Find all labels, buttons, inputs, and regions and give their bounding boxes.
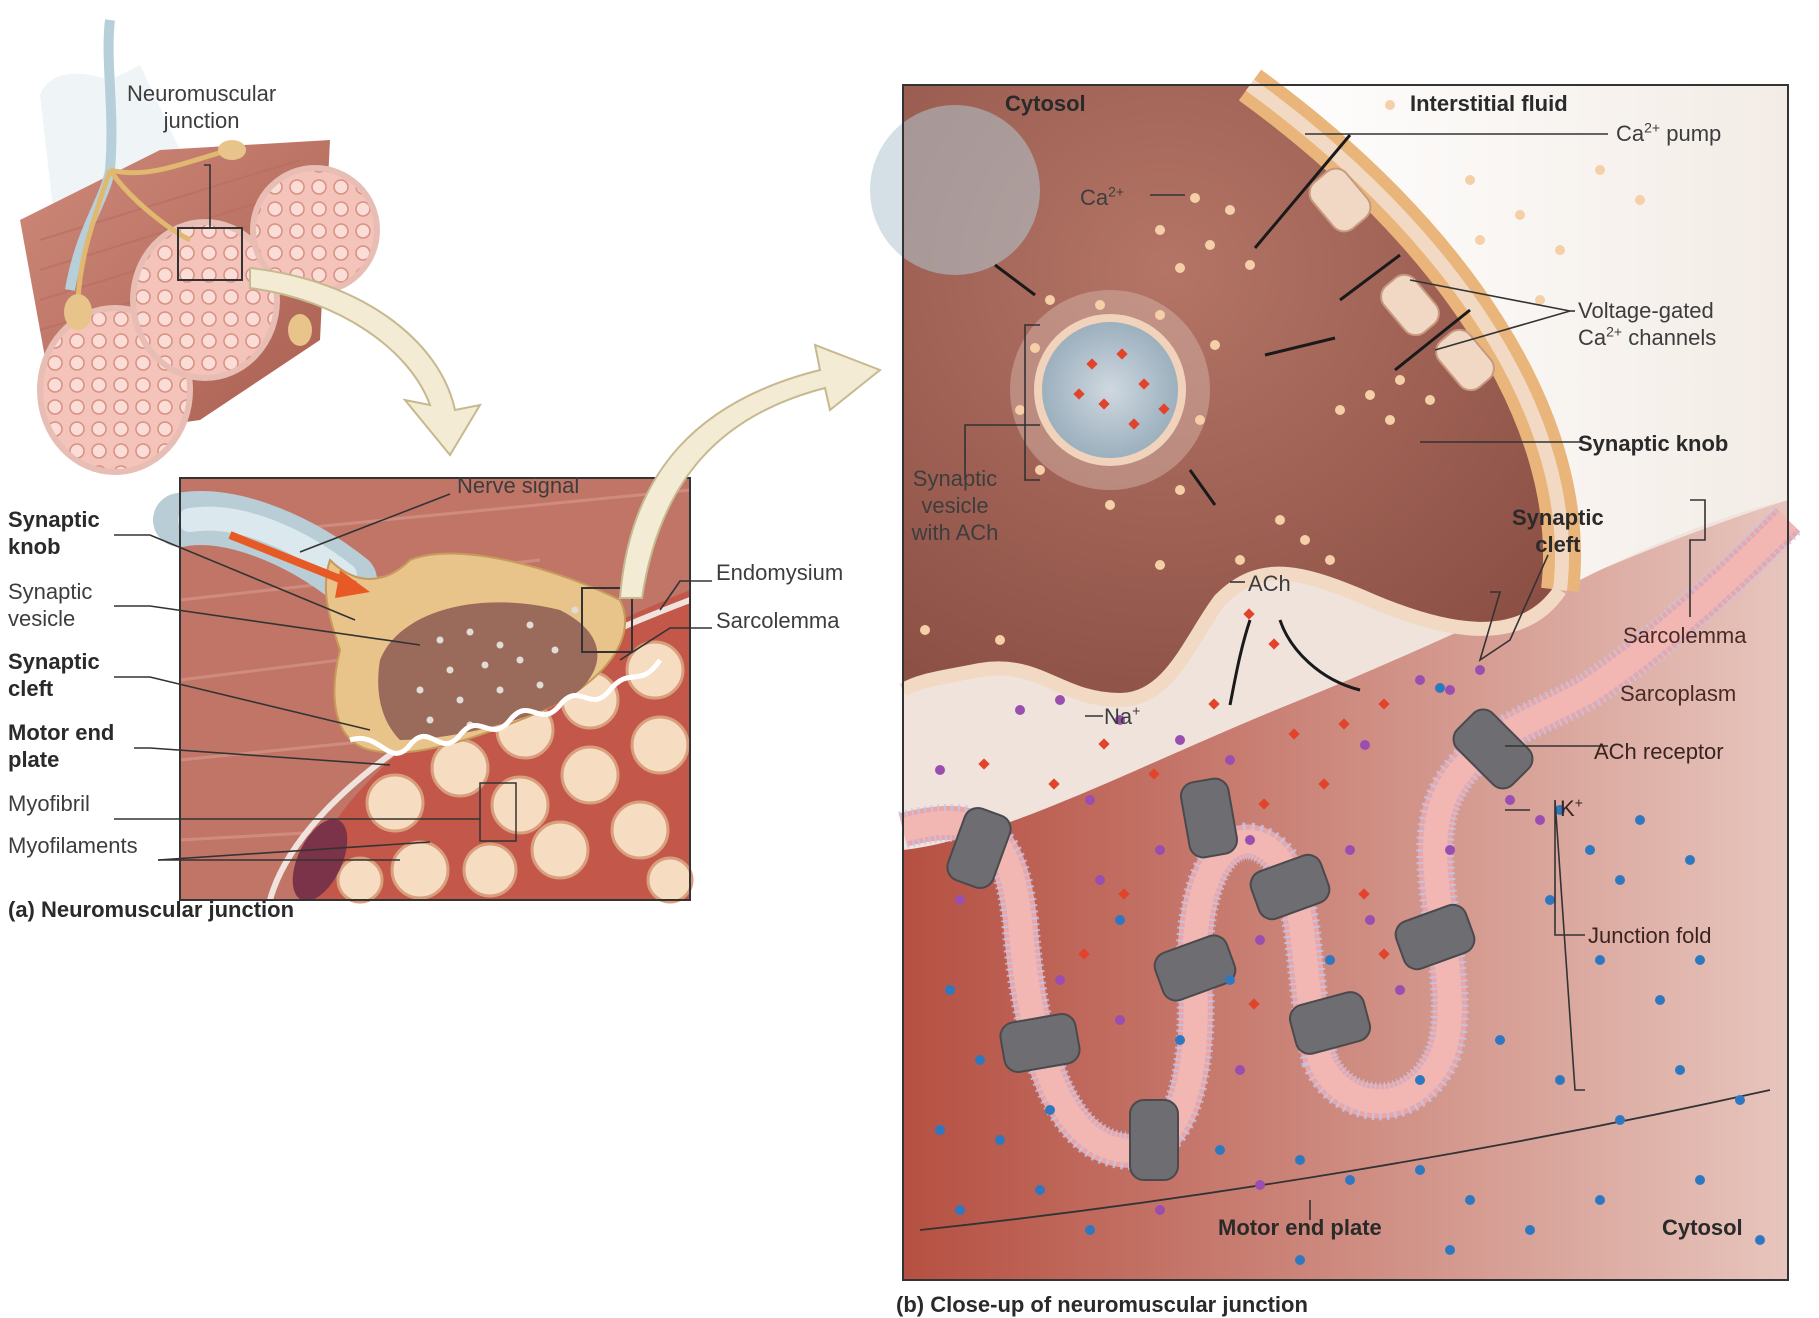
- calcium-ions: [920, 100, 1645, 645]
- label-interstitial-fluid: Interstitial fluid: [1410, 91, 1568, 116]
- label-ach-receptor: ACh receptor: [1594, 739, 1724, 764]
- label-sarcolemma-a: Sarcolemma: [716, 608, 840, 633]
- label-voltage-gated-channels: Voltage-gated Ca2+ channels: [1578, 298, 1717, 350]
- label-potassium-ion: K+: [1560, 794, 1583, 821]
- label-synaptic-knob: Synaptic knob: [8, 507, 100, 559]
- magnify-arrow-b: [618, 343, 882, 599]
- caption-panel-a: (a) Neuromuscular junction: [8, 897, 295, 922]
- label-nerve-signal: Nerve signal: [457, 473, 580, 498]
- label-endomysium: Endomysium: [716, 560, 844, 585]
- label-motor-end-plate-b: Motor end plate: [1218, 1215, 1382, 1240]
- muscle-bundle-illustration: [20, 19, 380, 475]
- label-myofibril: Myofibril: [8, 791, 90, 816]
- acetylcholine-molecules: [978, 348, 1390, 1010]
- caption-panel-b: (b) Close-up of neuromuscular junction: [896, 1292, 1308, 1317]
- label-ach: ACh: [1248, 571, 1291, 596]
- label-synaptic-cleft: Synaptic cleft: [8, 649, 100, 701]
- label-calcium-pump: Ca2+ pump: [1616, 119, 1722, 146]
- sodium-ions: [935, 665, 1545, 1215]
- label-synaptic-cleft-b: Synaptic cleft: [1512, 505, 1604, 557]
- label-synaptic-vesicle: Synaptic vesicle: [8, 579, 93, 631]
- label-myofilaments: Myofilaments: [8, 833, 138, 858]
- label-sarcolemma-b: Sarcolemma: [1623, 623, 1747, 648]
- label-synaptic-vesicle-ach: Synaptic vesicle with ACh: [911, 466, 999, 545]
- label-junction-fold: Junction fold: [1588, 923, 1712, 948]
- label-neuromuscular-junction: Neuromuscular junction: [127, 81, 277, 133]
- label-cytosol-top: Cytosol: [1005, 91, 1086, 116]
- panel-a-leader-lines: [114, 164, 712, 861]
- panel-a-closeup: [153, 477, 694, 904]
- panel-b-closeup: [870, 69, 1802, 1281]
- label-synaptic-knob-b: Synaptic knob: [1578, 431, 1729, 456]
- label-cytosol-bottom: Cytosol: [1662, 1215, 1743, 1240]
- label-sodium-ion: Na+: [1104, 702, 1141, 729]
- label-calcium-ion: Ca2+: [1080, 183, 1125, 210]
- label-sarcoplasm: Sarcoplasm: [1620, 681, 1737, 706]
- magnify-arrow-a: [249, 266, 483, 457]
- label-motor-end-plate: Motor end plate: [8, 720, 115, 772]
- panel-b-leader-lines: [964, 133, 1706, 1220]
- potassium-ions: [935, 683, 1765, 1265]
